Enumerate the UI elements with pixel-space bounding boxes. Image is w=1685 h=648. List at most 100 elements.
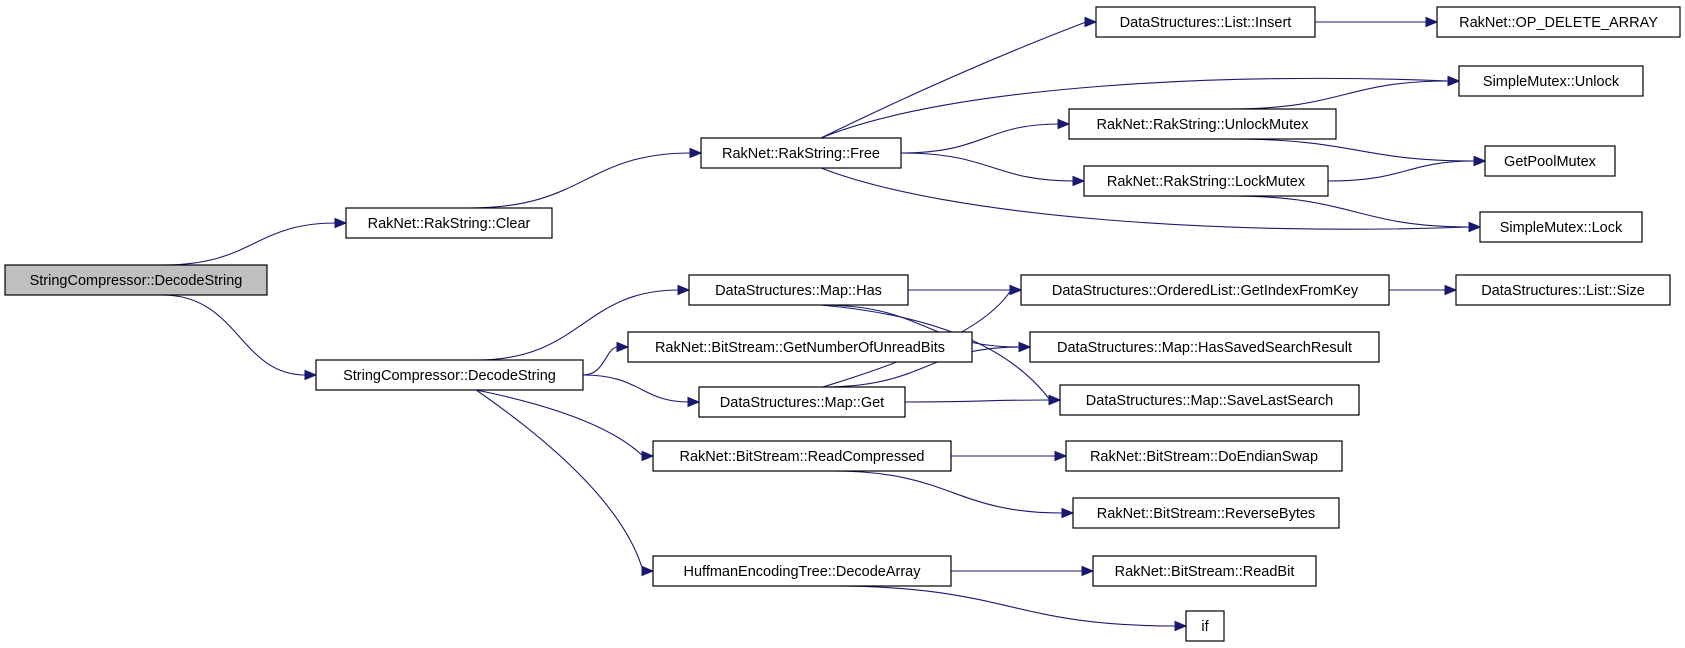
edge-decode-to-readcomp bbox=[476, 389, 655, 462]
edge-lockmutex-to-poolmutex bbox=[1327, 155, 1487, 182]
edge-unlockmutex-to-poolmutex bbox=[1229, 138, 1487, 167]
node-box bbox=[1455, 274, 1671, 306]
node-op-delete[interactable]: RakNet::OP_DELETE_ARRAY bbox=[1436, 6, 1681, 38]
arrowhead-icon bbox=[1018, 341, 1032, 353]
node-label: HuffmanEncodingTree::DecodeArray bbox=[684, 564, 922, 580]
node-free[interactable]: RakNet::RakString::Free bbox=[700, 137, 902, 169]
node-ol-getindex[interactable]: DataStructures::OrderedList::GetIndexFro… bbox=[1020, 274, 1390, 306]
arrowhead-icon bbox=[1061, 507, 1075, 519]
node-label: StringCompressor::DecodeString bbox=[30, 273, 243, 289]
node-lock[interactable]: SimpleMutex::Lock bbox=[1479, 211, 1643, 243]
edge-line bbox=[162, 294, 307, 376]
node-box bbox=[1068, 108, 1337, 140]
arrowhead-icon bbox=[1447, 75, 1461, 87]
arrowhead-icon bbox=[1048, 394, 1062, 406]
edge-root-to-clear bbox=[162, 217, 348, 266]
node-box bbox=[345, 207, 553, 239]
edge-free-to-list-insert bbox=[820, 16, 1098, 139]
node-decodearray[interactable]: HuffmanEncodingTree::DecodeArray bbox=[652, 555, 952, 587]
node-endianswap[interactable]: RakNet::BitStream::DoEndianSwap bbox=[1065, 440, 1343, 472]
arrowhead-icon bbox=[641, 565, 655, 577]
edge-line bbox=[820, 167, 1471, 230]
node-readbit[interactable]: RakNet::BitStream::ReadBit bbox=[1092, 555, 1317, 587]
node-label: RakNet::OP_DELETE_ARRAY bbox=[1459, 15, 1658, 31]
node-reversebytes[interactable]: RakNet::BitStream::ReverseBytes bbox=[1072, 497, 1340, 529]
edge-clear-to-free bbox=[469, 147, 703, 209]
node-box bbox=[1072, 497, 1340, 529]
edge-map-get-to-hassaved bbox=[822, 341, 1032, 388]
edge-map-has-to-ol-getindex bbox=[908, 284, 1023, 296]
node-clear[interactable]: RakNet::RakString::Clear bbox=[345, 207, 553, 239]
node-label: if bbox=[1201, 619, 1209, 635]
node-list-insert[interactable]: DataStructures::List::Insert bbox=[1095, 6, 1316, 38]
edge-decode-to-map-has bbox=[476, 284, 691, 361]
node-box bbox=[652, 555, 952, 587]
node-box bbox=[1479, 211, 1643, 243]
edge-line bbox=[162, 222, 337, 266]
node-label: RakNet::BitStream::DoEndianSwap bbox=[1090, 449, 1318, 465]
edge-line bbox=[582, 346, 619, 376]
edge-line bbox=[820, 304, 1021, 348]
edge-free-to-lockmutex bbox=[900, 152, 1086, 187]
edge-line bbox=[900, 123, 1060, 154]
node-label: DataStructures::Map::Has bbox=[715, 283, 882, 299]
node-label: SimpleMutex::Unlock bbox=[1483, 74, 1620, 90]
node-if-node[interactable]: if bbox=[1185, 610, 1225, 642]
node-box bbox=[1458, 65, 1644, 97]
node-lockmutex[interactable]: RakNet::RakString::LockMutex bbox=[1083, 165, 1329, 197]
edge-readcomp-to-reversebytes bbox=[831, 470, 1075, 519]
node-label: RakNet::BitStream::ReverseBytes bbox=[1097, 506, 1315, 522]
node-box bbox=[1185, 610, 1225, 642]
edge-decodearray-to-readbit bbox=[950, 565, 1095, 577]
function-nodes: StringCompressor::DecodeString RakNet::Ra… bbox=[4, 6, 1681, 642]
node-root[interactable]: StringCompressor::DecodeString bbox=[4, 264, 268, 296]
node-label: RakNet::BitStream::GetNumberOfUnreadBits bbox=[655, 340, 945, 356]
edge-free-to-unlockmutex bbox=[900, 118, 1071, 154]
node-hassaved[interactable]: DataStructures::Map::HasSavedSearchResul… bbox=[1029, 331, 1380, 363]
node-label: GetPoolMutex bbox=[1504, 154, 1597, 170]
node-list-size[interactable]: DataStructures::List::Size bbox=[1455, 274, 1671, 306]
node-map-get[interactable]: DataStructures::Map::Get bbox=[698, 386, 906, 418]
arrowhead-icon bbox=[1473, 155, 1487, 167]
edge-line bbox=[469, 152, 692, 209]
arrowhead-icon bbox=[1425, 16, 1439, 28]
arrowhead-icon bbox=[334, 217, 348, 229]
node-readcomp[interactable]: RakNet::BitStream::ReadCompressed bbox=[652, 440, 952, 472]
edge-unlockmutex-to-unlock bbox=[1229, 75, 1461, 110]
node-label: DataStructures::List::Insert bbox=[1120, 15, 1292, 31]
arrowhead-icon bbox=[1084, 16, 1098, 28]
edge-line bbox=[582, 374, 690, 403]
node-poolmutex[interactable]: GetPoolMutex bbox=[1484, 145, 1616, 177]
arrowhead-icon bbox=[1081, 565, 1095, 577]
node-label: RakNet::RakString::Free bbox=[722, 146, 880, 162]
node-map-has[interactable]: DataStructures::Map::Has bbox=[688, 274, 909, 306]
edge-lockmutex-to-lock bbox=[1230, 195, 1482, 233]
edge-line bbox=[1327, 160, 1476, 182]
node-label: DataStructures::Map::SaveLastSearch bbox=[1086, 393, 1333, 409]
edge-line bbox=[1229, 80, 1450, 110]
node-label: DataStructures::OrderedList::GetIndexFro… bbox=[1052, 283, 1359, 299]
edge-readcomp-to-endianswap bbox=[951, 450, 1068, 462]
node-savelast[interactable]: DataStructures::Map::SaveLastSearch bbox=[1059, 384, 1360, 416]
node-label: RakNet::BitStream::ReadBit bbox=[1115, 564, 1295, 580]
edge-line bbox=[820, 77, 1450, 139]
node-box bbox=[1083, 165, 1329, 197]
node-unlockmutex[interactable]: RakNet::RakString::UnlockMutex bbox=[1068, 108, 1337, 140]
arrowhead-icon bbox=[687, 396, 701, 408]
edge-line bbox=[822, 346, 1021, 388]
node-label: DataStructures::Map::HasSavedSearchResul… bbox=[1057, 340, 1352, 356]
call-edges bbox=[162, 16, 1487, 632]
node-box bbox=[700, 137, 902, 169]
edge-root-to-decode bbox=[162, 294, 318, 381]
edge-decode-to-decodearray bbox=[475, 389, 655, 577]
arrowhead-icon bbox=[1444, 284, 1458, 296]
node-box bbox=[315, 359, 584, 391]
edge-line bbox=[475, 389, 644, 572]
edge-line bbox=[831, 470, 1064, 514]
node-box bbox=[1059, 384, 1360, 416]
node-unreadbits[interactable]: RakNet::BitStream::GetNumberOfUnreadBits bbox=[627, 331, 973, 363]
node-unlock[interactable]: SimpleMutex::Unlock bbox=[1458, 65, 1644, 97]
node-decode[interactable]: StringCompressor::DecodeString bbox=[315, 359, 584, 391]
node-box bbox=[1092, 555, 1317, 587]
